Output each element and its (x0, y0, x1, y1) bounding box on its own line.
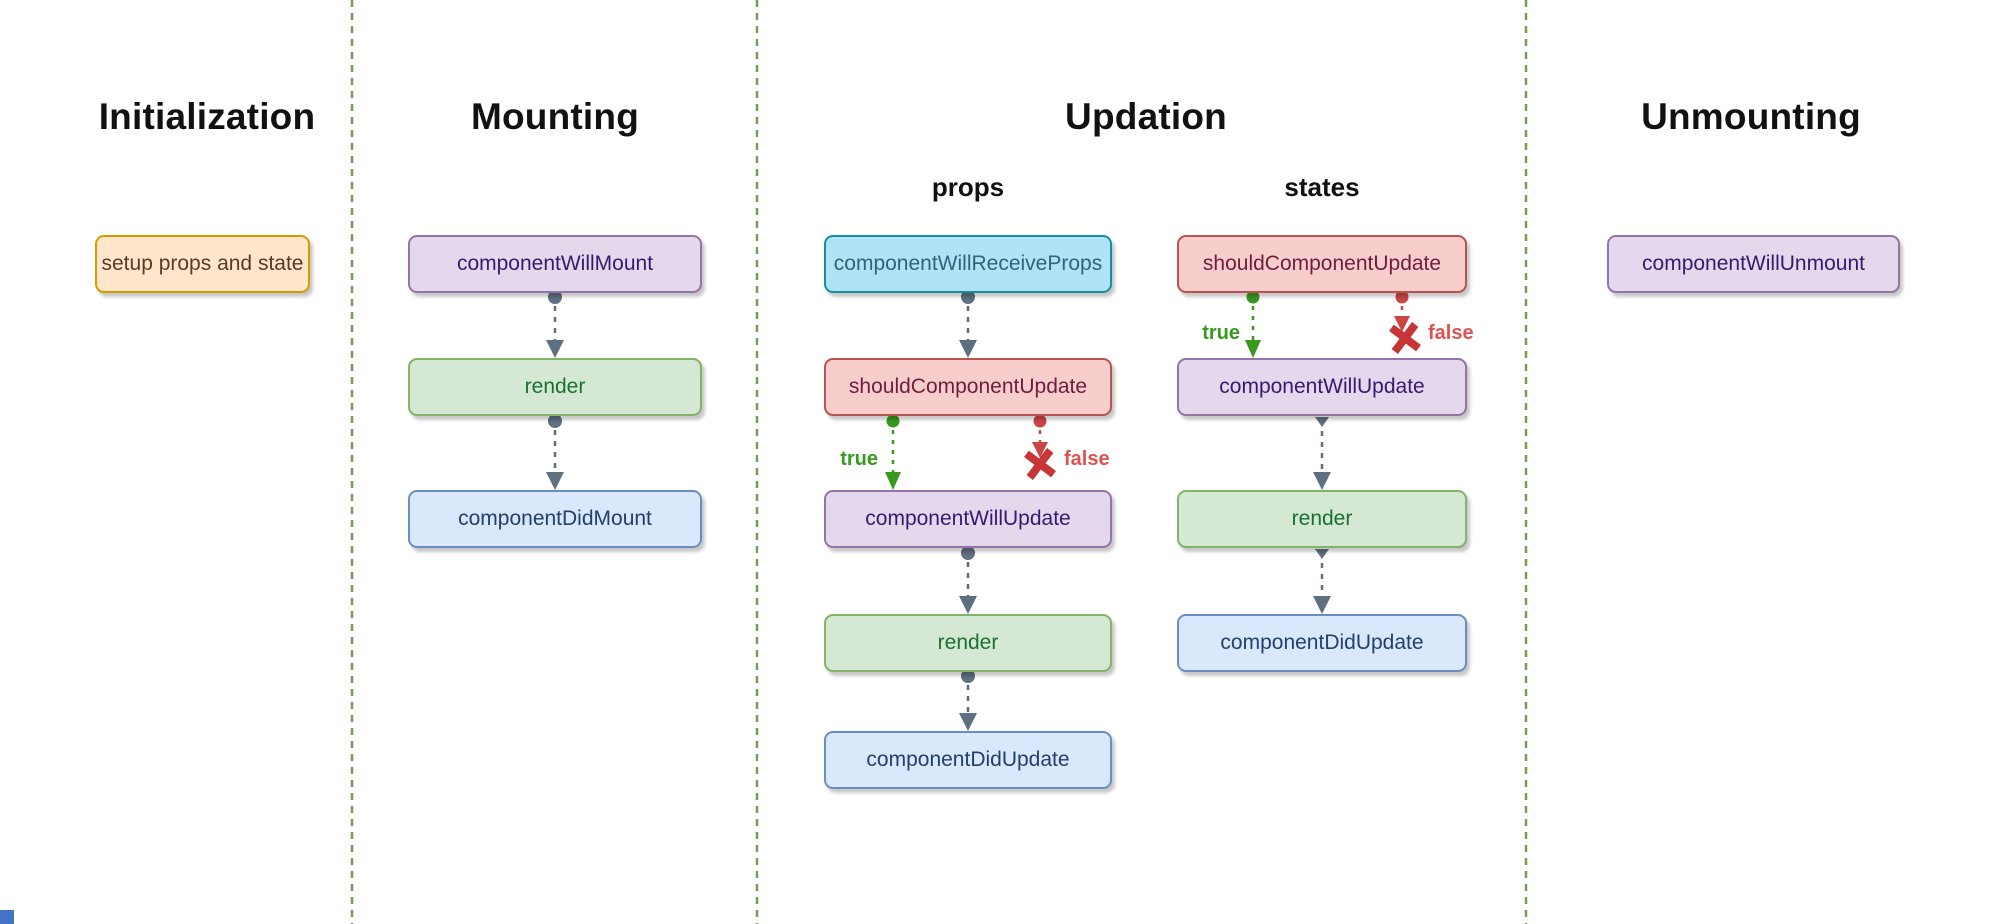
branch-states-true-arrow (1245, 290, 1261, 358)
branch-props-true-arrow (885, 414, 901, 490)
label-props-false: false (1064, 448, 1110, 470)
section-title-mounting: Mounting (470, 96, 640, 137)
connector-willmount-to-render (546, 290, 564, 358)
node-props-componentwillupdate: componentWillUpdate (824, 490, 1112, 548)
node-props-render: render (824, 614, 1112, 672)
node-componentwillreceiveprops: componentWillReceiveProps (824, 235, 1112, 293)
connector-states-willupdate-to-render (1313, 417, 1331, 490)
node-props-shouldcomponentupdate: shouldComponentUpdate (824, 358, 1112, 416)
node-setup-props-and-state: setup props and state (95, 235, 310, 293)
connector-props-willupdate-to-render (959, 546, 977, 614)
branch-props-false-arrow (1024, 414, 1056, 480)
node-props-componentdidupdate: componentDidUpdate (824, 731, 1112, 789)
node-mounting-render: render (408, 358, 702, 416)
false-x-icon (1024, 448, 1056, 480)
section-title-initialization: Initialization (98, 96, 316, 137)
label-props-true: true (840, 448, 878, 470)
subcolumn-title-states: states (1284, 172, 1360, 202)
node-states-shouldcomponentupdate: shouldComponentUpdate (1177, 235, 1467, 293)
connector-states-render-to-didupdate (1313, 549, 1331, 614)
node-states-componentwillupdate: componentWillUpdate (1177, 358, 1467, 416)
label-states-false: false (1428, 322, 1474, 344)
corner-blue-square (0, 910, 14, 924)
section-title-updation: Updation (1065, 96, 1227, 137)
subcolumn-title-props: props (931, 172, 1005, 202)
node-componentwillunmount: componentWillUnmount (1607, 235, 1900, 293)
false-x-icon (1389, 322, 1421, 354)
label-states-true: true (1202, 322, 1240, 344)
node-componentdidmount: componentDidMount (408, 490, 702, 548)
connector-willreceiveprops-to-shouldupdate (959, 290, 977, 358)
node-states-componentdidupdate: componentDidUpdate (1177, 614, 1467, 672)
node-componentwillmount: componentWillMount (408, 235, 702, 293)
connector-render-to-didmount (546, 414, 564, 490)
connector-props-render-to-didupdate (959, 669, 977, 731)
branch-states-false-arrow (1389, 290, 1421, 354)
section-title-unmounting: Unmounting (1641, 96, 1861, 137)
node-states-render: render (1177, 490, 1467, 548)
